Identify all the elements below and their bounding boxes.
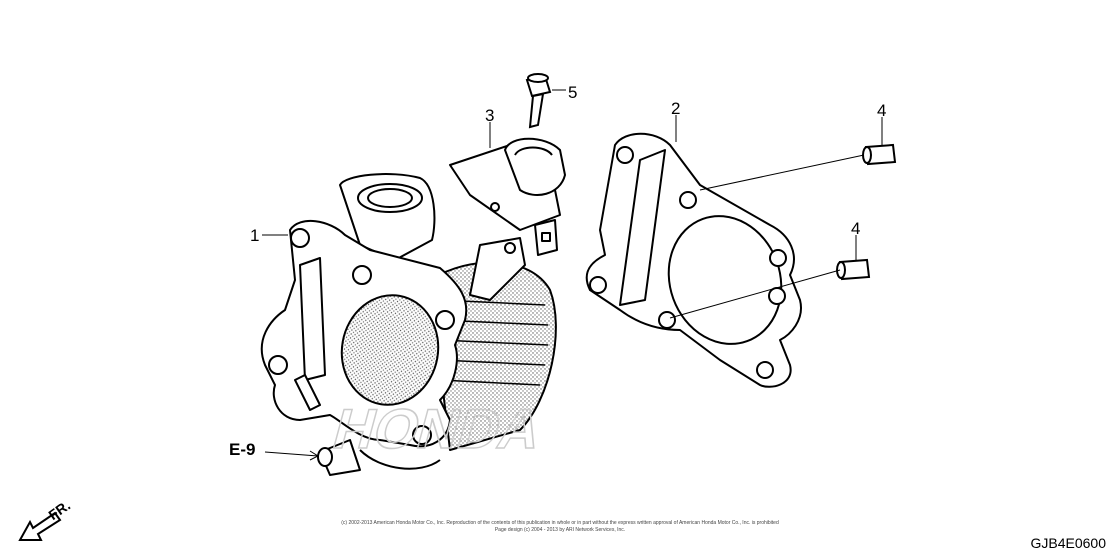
callout-2: 2 — [671, 99, 681, 118]
callout-4-lower: 4 — [851, 219, 861, 238]
copyright-notice: (c) 2002-2013 American Honda Motor Co., … — [300, 520, 820, 534]
bolt-part — [525, 73, 552, 129]
figure-code: GJB4E0600 — [1030, 535, 1107, 551]
copyright-line-1: (c) 2002-2013 American Honda Motor Co., … — [341, 520, 779, 526]
honda-watermark: HONDA — [327, 398, 549, 461]
callout-5: 5 — [568, 83, 578, 102]
bracket-part — [449, 137, 566, 256]
dowel-pin-lower — [836, 258, 871, 281]
cylinder-part — [260, 173, 557, 476]
front-arrow-icon — [18, 511, 62, 541]
callout-4-upper: 4 — [877, 101, 887, 120]
gasket-part — [585, 132, 802, 388]
leader-lines — [262, 89, 883, 461]
dowel-pin-upper — [862, 143, 897, 166]
callout-3: 3 — [485, 106, 495, 125]
reference-e9: E-9 — [229, 440, 256, 459]
callout-1: 1 — [250, 226, 260, 245]
copyright-line-2: Page design (c) 2004 - 2013 by ARI Netwo… — [494, 527, 626, 533]
